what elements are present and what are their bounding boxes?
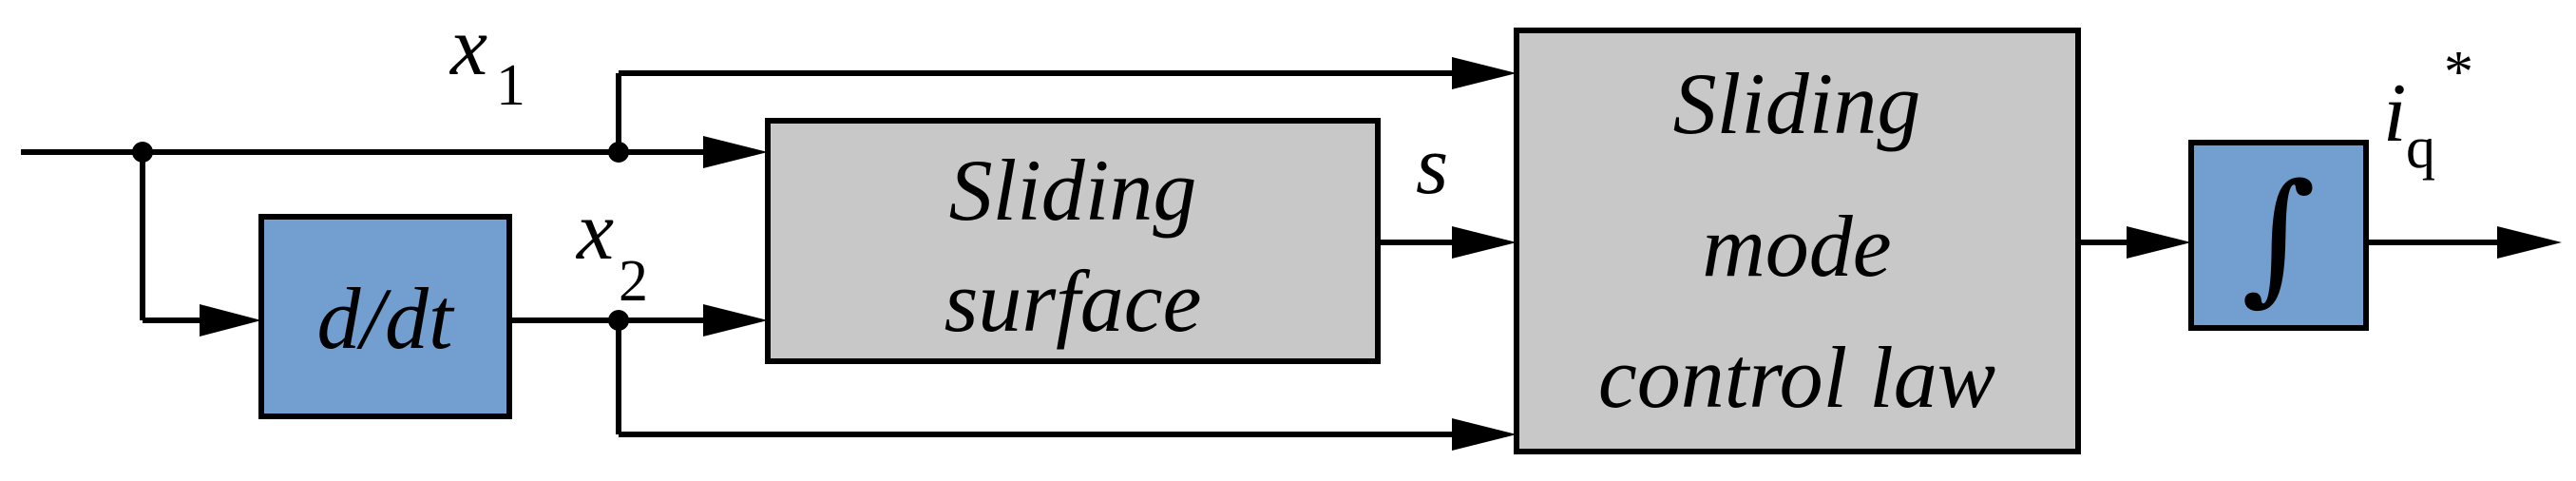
arrow-into-integrator bbox=[2127, 226, 2191, 259]
arrow-x2-into-control-law bbox=[1452, 418, 1517, 451]
arrow-output bbox=[2497, 226, 2562, 259]
control-law-label-line1: Sliding bbox=[1673, 55, 1921, 152]
sliding-surface-label-line2: surface bbox=[945, 253, 1202, 350]
s-label: s bbox=[1416, 120, 1448, 212]
control-law-label-line3: control law bbox=[1598, 329, 1995, 426]
sliding-surface-label-line1: Sliding bbox=[949, 142, 1197, 239]
control-law-block bbox=[1514, 28, 2081, 454]
derivative-label: d/dt bbox=[316, 270, 455, 367]
arrow-into-derivative bbox=[200, 304, 261, 337]
arrow-x1-into-control-law bbox=[1452, 57, 1517, 89]
control-law-label-line2: mode bbox=[1702, 198, 1891, 295]
junction-input bbox=[132, 142, 153, 163]
x1-label-sub: 1 bbox=[496, 53, 525, 118]
arrow-into-sliding-surface-bottom bbox=[703, 304, 768, 337]
x1-label-base: x bbox=[448, 1, 487, 93]
integrator-block bbox=[2188, 140, 2369, 331]
arrow-s-into-control-law bbox=[1452, 226, 1517, 259]
output-label-sup: * bbox=[2444, 40, 2473, 105]
sliding-surface-block bbox=[765, 118, 1381, 364]
derivative-block bbox=[258, 214, 512, 419]
junction-x2 bbox=[608, 310, 629, 331]
output-label-base: i bbox=[2383, 67, 2406, 160]
output-label-sub: q bbox=[2406, 116, 2435, 181]
junction-x1 bbox=[608, 142, 629, 163]
x2-label-sub: 2 bbox=[619, 249, 648, 314]
integral-icon: ∫ bbox=[2242, 154, 2316, 319]
x2-label-base: x bbox=[575, 185, 614, 278]
arrow-into-sliding-surface-top bbox=[703, 136, 768, 168]
